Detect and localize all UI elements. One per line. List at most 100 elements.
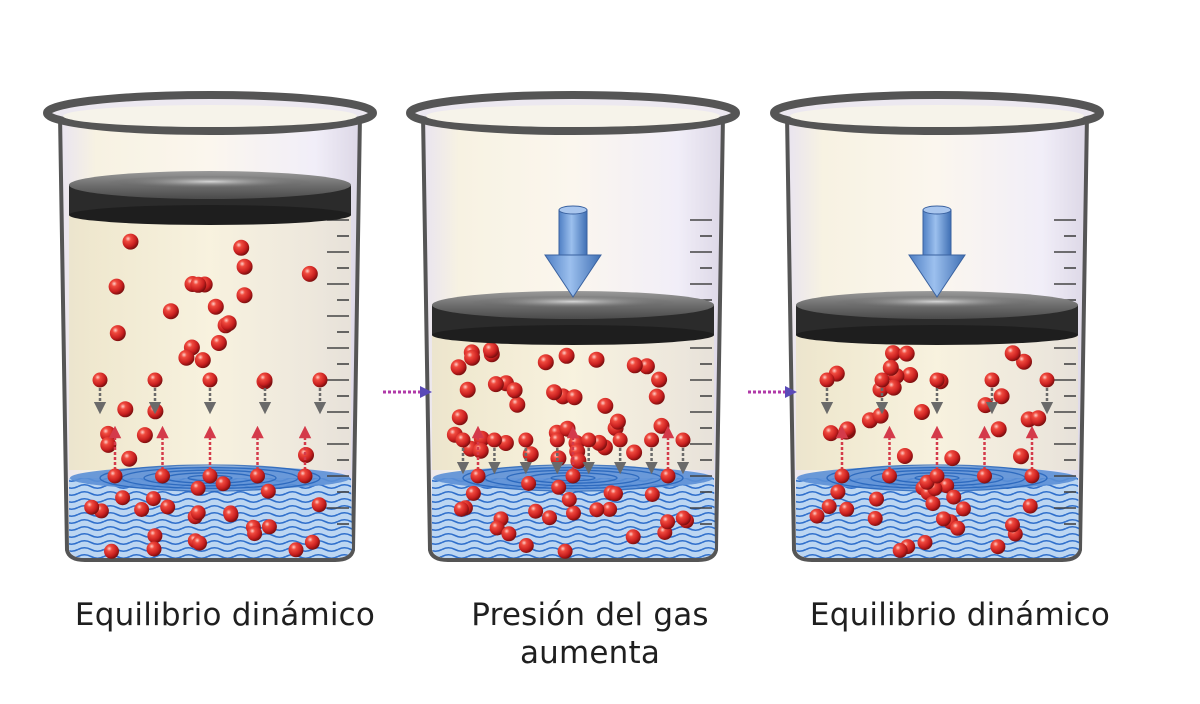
vapor-molecule <box>626 357 643 374</box>
vapor-molecule <box>207 298 224 315</box>
liquid-molecule <box>304 534 320 550</box>
push-down-arrow-icon <box>908 205 966 298</box>
vapor-molecule <box>651 371 668 388</box>
liquid-molecule <box>660 514 676 530</box>
vapor-molecule <box>566 389 583 406</box>
vapor-molecule <box>872 407 889 424</box>
vapor-molecule <box>885 345 901 362</box>
liquid-molecule <box>134 502 150 517</box>
liquid-molecule <box>925 496 941 512</box>
vapor-molecule <box>588 351 605 368</box>
vapor-molecule <box>202 372 218 388</box>
liquid-molecule <box>297 468 313 484</box>
liquid-molecule <box>528 503 544 519</box>
vapor-molecule <box>518 432 534 448</box>
vapor-molecule <box>1013 448 1029 465</box>
caption-beaker-3: Equilibrio dinámico <box>770 596 1150 634</box>
vapor-molecule <box>944 450 961 467</box>
liquid-molecule <box>542 510 557 526</box>
liquid-molecule <box>518 538 534 553</box>
vapor-molecule <box>898 345 915 362</box>
vapor-molecule <box>644 432 660 448</box>
vapor-molecule <box>537 354 554 371</box>
liquid-molecule <box>453 501 469 517</box>
liquid-molecule <box>551 479 567 495</box>
liquid-molecule <box>521 476 537 491</box>
vapor-molecule <box>210 335 227 351</box>
liquid-molecule <box>977 468 992 484</box>
vapor-molecule <box>913 404 930 420</box>
liquid-molecule <box>830 484 846 500</box>
vapor-molecule <box>570 452 587 469</box>
liquid-molecule <box>192 535 207 551</box>
liquid-molecule <box>190 505 206 521</box>
vapor-molecule <box>1004 345 1021 362</box>
piston-lid-icon <box>432 291 714 345</box>
transition-arrow-icon <box>748 386 797 398</box>
vapor-molecule <box>597 397 614 414</box>
vapor-molecule <box>509 396 526 413</box>
liquid-molecule <box>566 505 581 521</box>
vapor-molecule <box>896 448 913 464</box>
liquid-molecule <box>160 499 176 515</box>
liquid-molecule <box>602 501 618 517</box>
caption-beaker-1: Equilibrio dinámico <box>40 596 410 634</box>
vapor-molecule <box>882 359 899 376</box>
vapor-molecule <box>984 372 1000 388</box>
liquid <box>69 478 352 558</box>
liquid-molecule <box>104 543 119 559</box>
vapor-molecule <box>1030 410 1047 427</box>
liquid-molecule <box>892 542 908 558</box>
vapor-molecule <box>472 442 489 459</box>
caption-text: Equilibrio dinámico <box>809 597 1111 633</box>
vapor-molecule <box>121 450 138 467</box>
caption-text-line2: aumenta <box>519 635 661 671</box>
liquid-molecule <box>215 476 231 492</box>
vapor-molecule <box>902 367 919 383</box>
liquid-molecule <box>223 507 239 523</box>
vapor-molecule <box>108 278 125 295</box>
beaker-2-compressed <box>406 91 740 562</box>
liquid-molecule <box>939 478 955 494</box>
vapor-molecule <box>190 276 207 293</box>
liquid-molecule <box>565 468 581 484</box>
vapor-molecule <box>990 421 1007 438</box>
vapor-molecule <box>92 372 108 388</box>
vapor-molecule <box>301 265 318 282</box>
liquid-molecule <box>882 468 897 484</box>
push-down-arrow-icon <box>544 205 602 298</box>
vapor-molecule <box>233 239 250 256</box>
vapor-molecule <box>993 388 1010 405</box>
vapor-molecule <box>626 444 643 461</box>
liquid-molecule <box>625 529 641 545</box>
liquid-molecule <box>260 483 276 499</box>
liquid-molecule <box>311 497 327 513</box>
vapor-molecule <box>312 372 328 388</box>
liquid-molecule <box>839 501 855 517</box>
vapor-molecule <box>257 372 273 388</box>
vapor-molecule <box>482 342 499 359</box>
liquid-molecule <box>955 501 971 517</box>
vapor-molecule <box>122 233 139 250</box>
vapor-molecule <box>450 359 467 376</box>
liquid-molecule <box>146 541 162 557</box>
vapor-molecule <box>653 417 670 434</box>
vapor-molecule <box>178 349 195 366</box>
liquid-molecule <box>1022 498 1038 514</box>
liquid-molecule <box>147 528 163 544</box>
beaker-3-equilibrium <box>770 91 1104 562</box>
liquid-molecule <box>1024 468 1040 484</box>
vapor-molecule <box>929 372 945 388</box>
vapor-molecule <box>549 432 565 448</box>
vapor-molecule <box>147 372 163 388</box>
vapor-molecule <box>236 287 253 304</box>
caption-text-line1: Presión del gas <box>471 597 709 633</box>
vapor-molecule <box>109 325 126 342</box>
liquid-molecule <box>990 539 1006 555</box>
vapor-molecule <box>885 379 902 396</box>
vapor-molecule <box>194 352 211 369</box>
liquid-molecule <box>250 468 265 484</box>
liquid-molecule <box>936 511 951 527</box>
liquid-molecule <box>202 468 218 484</box>
piston-lid-icon <box>69 171 351 225</box>
